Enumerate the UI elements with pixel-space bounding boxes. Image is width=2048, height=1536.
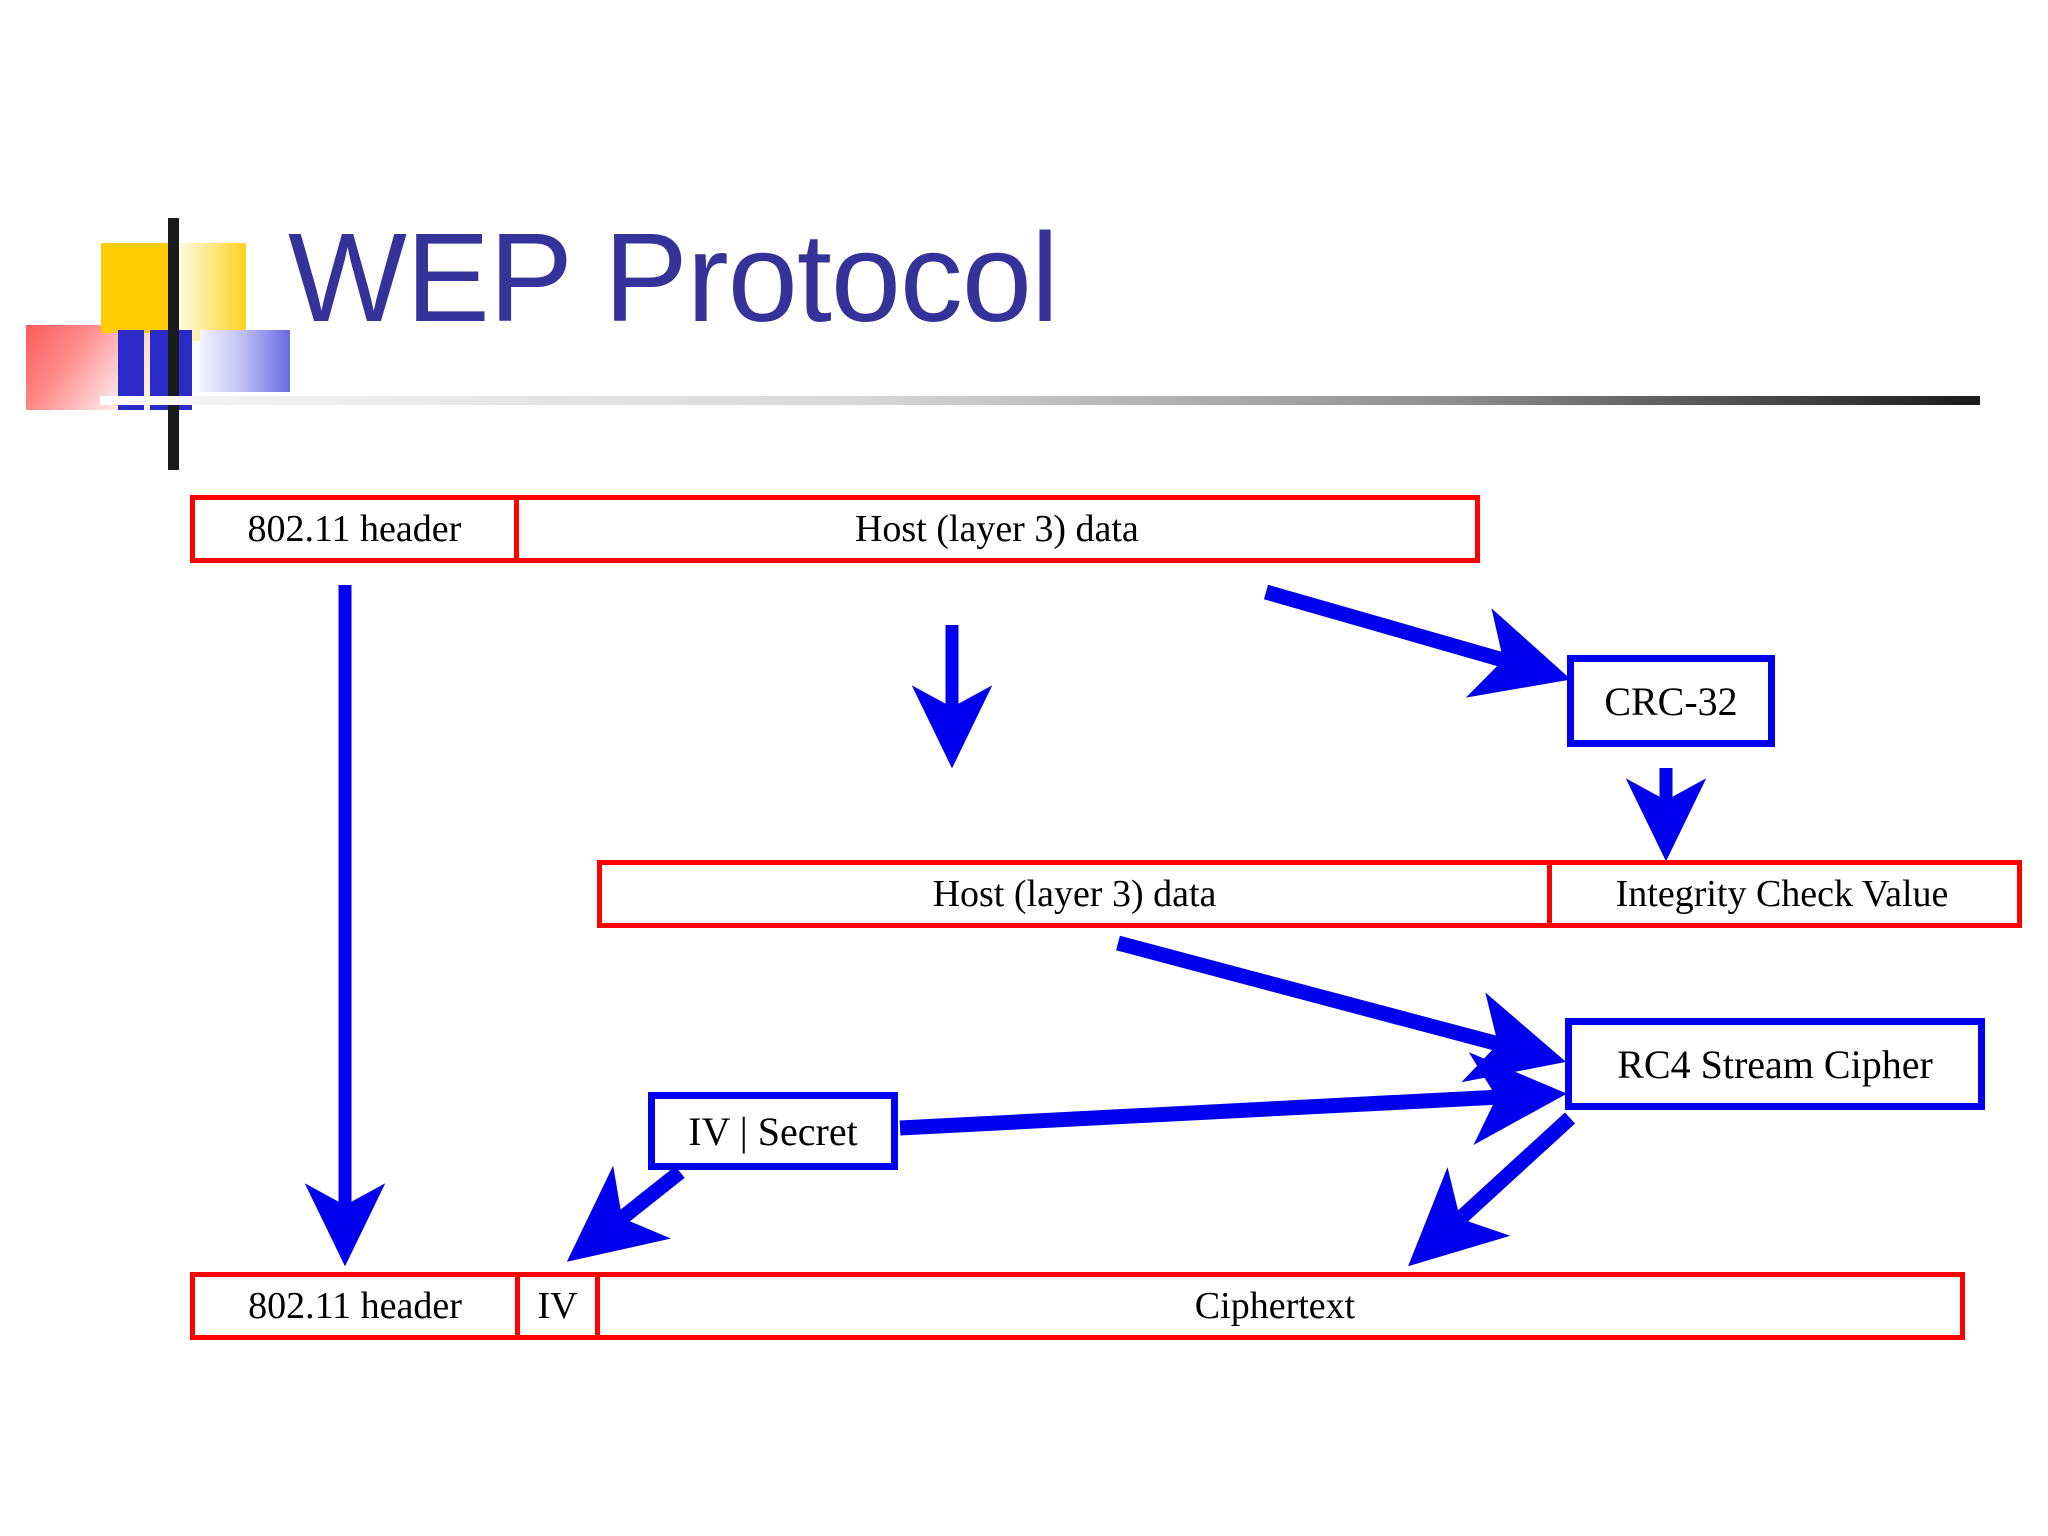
packet-cell-ciphertext: Ciphertext [595, 1277, 1950, 1335]
operation-box-crc32: CRC-32 [1567, 655, 1775, 747]
packet-cell-802-11-header: 802.11 header [247, 508, 462, 550]
packet-cell-host-layer3-data-2: Host (layer 3) data [932, 873, 1217, 915]
operation-box-iv-secret: IV | Secret [648, 1092, 898, 1170]
packet-cell-802-11-header-2: 802.11 header [248, 1285, 462, 1327]
page-title: WEP Protocol [288, 207, 1059, 348]
blue-gradient-bar-decoration [200, 330, 290, 392]
yellow-solid-square-decoration [101, 243, 171, 333]
yellow-gradient-square-decoration [174, 243, 246, 341]
arrow-ivsecret-to-rc4 [899, 1052, 1567, 1145]
packet-cell-host-layer3-data: Host (layer 3) data [513, 500, 1475, 558]
packet-cell-iv: IV [515, 1277, 595, 1335]
arrow-rc4-to-ciphertext [1408, 1112, 1576, 1267]
operation-box-rc4-stream-cipher: RC4 Stream Cipher [1565, 1018, 1985, 1110]
packet-row-encrypted-frame: 802.11 header IV Ciphertext [190, 1272, 1965, 1340]
slide-header: WEP Protocol [0, 0, 2048, 470]
arrow-data-to-rc4 [1116, 935, 1567, 1083]
header-divider-rule [100, 396, 1980, 405]
packet-row-data-plus-icv: Host (layer 3) data Integrity Check Valu… [597, 860, 2022, 928]
black-vertical-bar-decoration [168, 218, 179, 470]
packet-cell-integrity-check-value: Integrity Check Value [1547, 865, 2012, 923]
packet-row-plaintext-frame: 802.11 header Host (layer 3) data [190, 495, 1480, 563]
arrow-ivsecret-to-iv-cell [566, 1165, 685, 1262]
arrow-data-to-crc32 [1263, 584, 1571, 698]
